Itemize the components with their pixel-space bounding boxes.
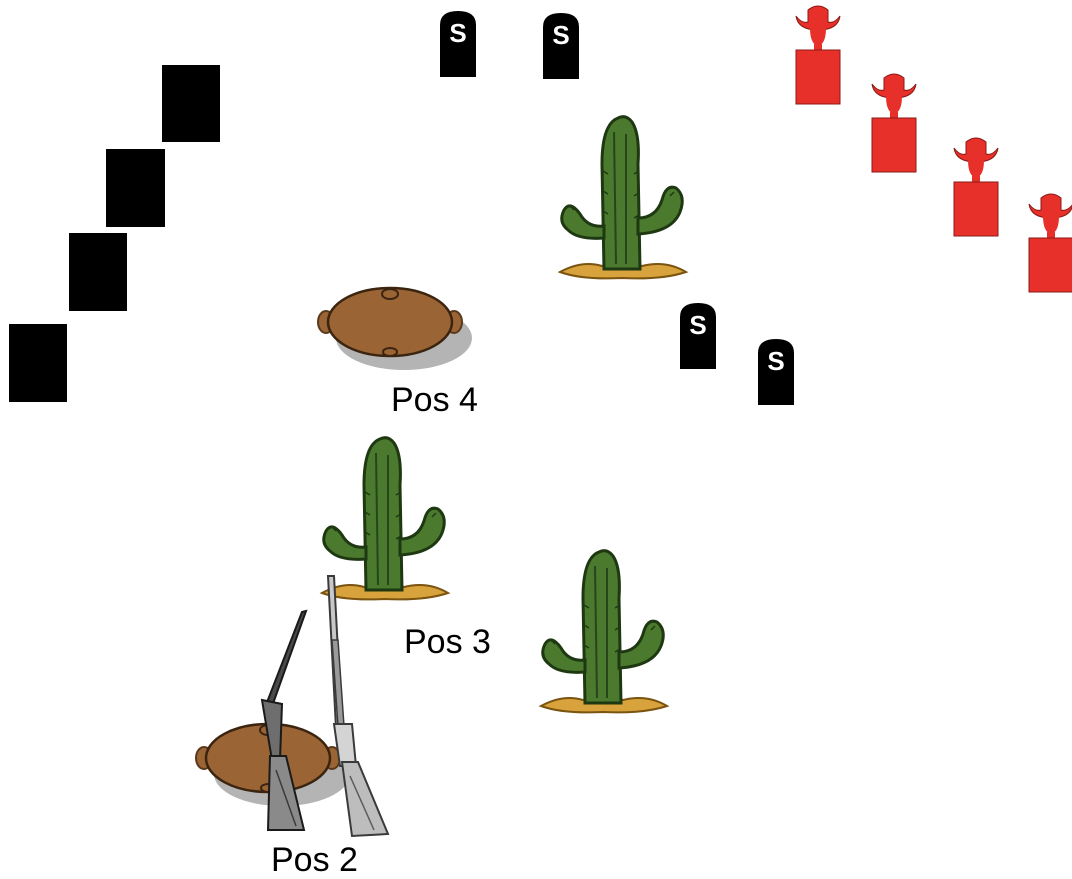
cactus-top: [558, 115, 688, 280]
cowboy-target-4: [1028, 193, 1072, 293]
position-label-2: Pos 2: [271, 841, 358, 879]
position-label-4: Pos 4: [391, 381, 478, 419]
long-guns-icon: [260, 575, 390, 838]
steel-marker-letter: S: [449, 18, 466, 48]
shotgun-icon: [260, 609, 308, 831]
box-target-4: [9, 324, 67, 402]
steel-marker-4: S: [758, 339, 794, 405]
cowboy-target-2: [871, 73, 917, 173]
cactus-right: [539, 549, 669, 714]
cowboy-target-3: [953, 137, 999, 237]
rifle-icon: [326, 575, 390, 838]
steel-marker-letter: S: [689, 310, 706, 340]
box-target-3: [69, 233, 127, 311]
position-label-3: Pos 3: [404, 623, 491, 661]
steel-marker-letter: S: [767, 346, 784, 376]
box-target-1: [162, 65, 220, 142]
barrel-pos4: [316, 286, 474, 372]
cowboy-target-1: [795, 5, 841, 105]
steel-marker-2: S: [543, 13, 579, 79]
box-target-2: [106, 149, 165, 227]
cactus-middle: [320, 436, 450, 601]
steel-marker-3: S: [680, 303, 716, 369]
steel-marker-1: S: [440, 11, 476, 77]
steel-marker-letter: S: [552, 20, 569, 50]
